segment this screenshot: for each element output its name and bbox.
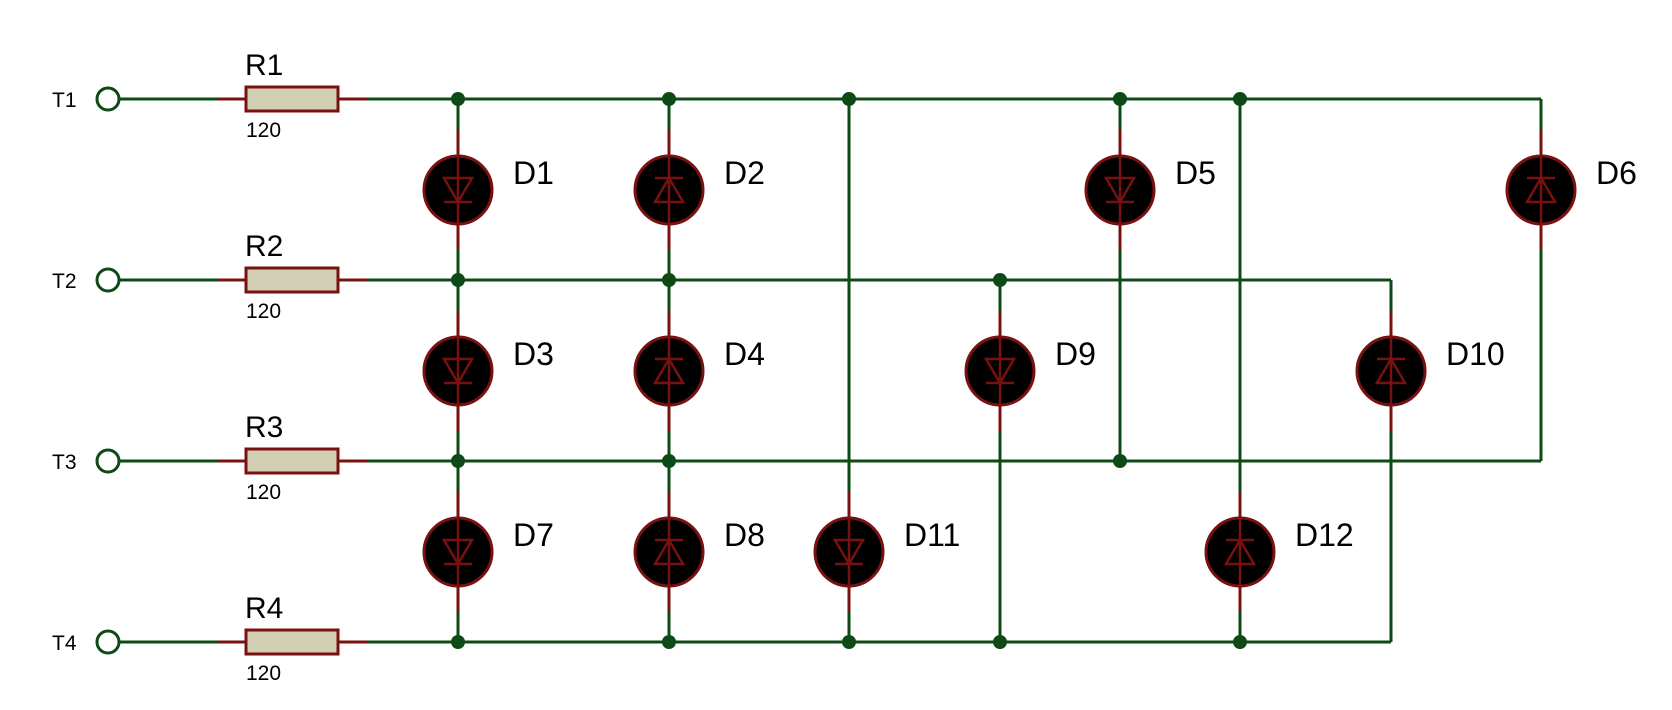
- led-d12: D12: [1204, 492, 1354, 612]
- junction-dot: [662, 454, 676, 468]
- diode-triangle: [1223, 537, 1257, 566]
- terminal-label: T1: [52, 89, 77, 112]
- diode-triangle: [441, 538, 475, 567]
- resistor-value: 120: [246, 300, 281, 323]
- led-ref: D5: [1175, 155, 1216, 191]
- led-d1: D1: [422, 130, 554, 250]
- led-ref: D8: [724, 517, 765, 553]
- led-d5: D5: [1084, 130, 1216, 250]
- junction-dot: [451, 273, 465, 287]
- junction-dot: [662, 635, 676, 649]
- resistor-r1: R1 120: [218, 49, 367, 142]
- led-d9: D9: [964, 311, 1096, 431]
- resistor-body: [244, 85, 340, 113]
- diode-triangle: [652, 537, 686, 566]
- terminal-label: T3: [52, 451, 77, 474]
- led-d2: D2: [633, 130, 765, 250]
- led-d8: D8: [633, 492, 765, 612]
- diode-triangle: [441, 176, 475, 205]
- led-ref: D10: [1446, 336, 1505, 372]
- resistor-ref: R2: [245, 230, 283, 263]
- junction-dot: [662, 273, 676, 287]
- led-ref: D11: [904, 517, 960, 553]
- resistor-value: 120: [246, 119, 281, 142]
- resistor-r2: R2 120: [218, 230, 367, 323]
- terminal-pin: [95, 86, 121, 112]
- led-ref: D9: [1055, 336, 1096, 372]
- junction-dot: [993, 273, 1007, 287]
- junction-dot: [993, 635, 1007, 649]
- junction-dot: [842, 635, 856, 649]
- resistor-body: [244, 447, 340, 475]
- junction-dot: [842, 92, 856, 106]
- terminal-t3: T3: [52, 448, 121, 474]
- diode-triangle: [652, 175, 686, 204]
- diode-triangle: [652, 356, 686, 385]
- diode-triangle: [1374, 356, 1408, 385]
- led-d11: D11: [813, 492, 960, 612]
- led-d7: D7: [422, 492, 554, 612]
- terminal-pin: [95, 267, 121, 293]
- diode-triangle: [983, 357, 1017, 386]
- led-ref: D6: [1596, 155, 1637, 191]
- resistor-ref: R3: [245, 411, 283, 444]
- resistor-body: [244, 266, 340, 294]
- junction-dot: [1113, 454, 1127, 468]
- led-ref: D3: [513, 336, 554, 372]
- junctions: [451, 92, 1247, 649]
- led-d4: D4: [633, 311, 765, 431]
- junction-dot: [451, 635, 465, 649]
- junction-dot: [1233, 635, 1247, 649]
- terminals: T1 T2 T3 T4: [52, 86, 121, 655]
- terminal-pin: [95, 448, 121, 474]
- terminal-pin: [95, 629, 121, 655]
- terminal-label: T2: [52, 270, 77, 293]
- led-ref: D1: [513, 155, 554, 191]
- terminal-t1: T1: [52, 86, 121, 112]
- terminal-t4: T4: [52, 629, 121, 655]
- led-d6: D6: [1505, 130, 1637, 250]
- wires: [114, 97, 1543, 644]
- resistor-ref: R1: [245, 49, 283, 82]
- resistor-value: 120: [246, 662, 281, 685]
- diode-triangle: [1103, 176, 1137, 205]
- resistor-r3: R3 120: [218, 411, 367, 504]
- diode-triangle: [1524, 175, 1558, 204]
- resistor-r4: R4 120: [218, 592, 367, 685]
- led-d3: D3: [422, 311, 554, 431]
- junction-dot: [662, 92, 676, 106]
- junction-dot: [451, 454, 465, 468]
- led-ref: D12: [1295, 517, 1354, 553]
- terminal-label: T4: [52, 632, 77, 655]
- resistors: R1 120 R2 120 R3 120 R4 120: [218, 49, 367, 685]
- junction-dot: [1233, 92, 1247, 106]
- led-d10: D10: [1355, 311, 1505, 431]
- terminal-t2: T2: [52, 267, 121, 293]
- diode-triangle: [441, 357, 475, 386]
- diode-triangle: [832, 538, 866, 567]
- resistor-ref: R4: [245, 592, 283, 625]
- led-ref: D4: [724, 336, 765, 372]
- leds: D1 D2 D3 D4 D5 D6 D7 D8 D9 D10 D11: [422, 130, 1637, 612]
- resistor-value: 120: [246, 481, 281, 504]
- resistor-body: [244, 628, 340, 656]
- led-ref: D2: [724, 155, 765, 191]
- junction-dot: [451, 92, 465, 106]
- led-ref: D7: [513, 517, 554, 553]
- junction-dot: [1113, 92, 1127, 106]
